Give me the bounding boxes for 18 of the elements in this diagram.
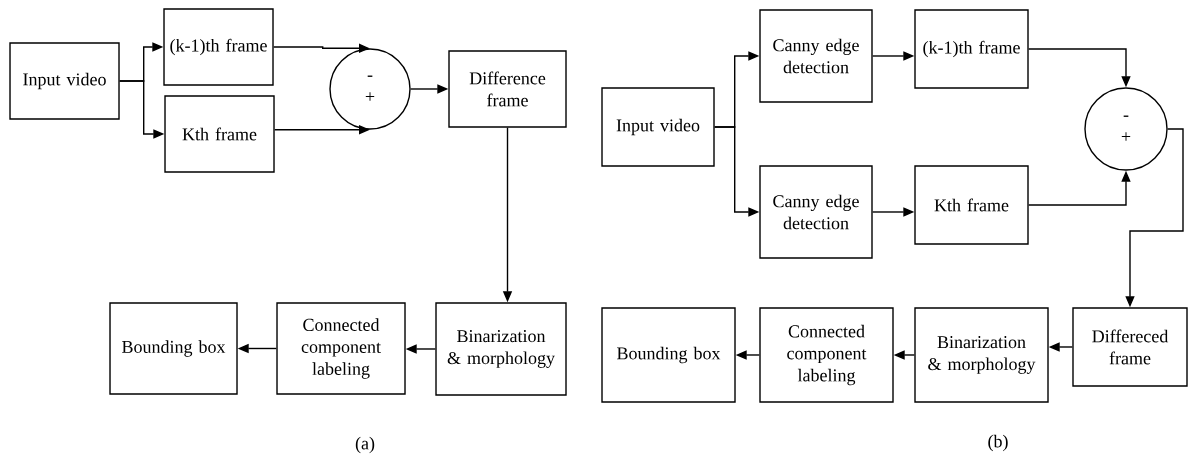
panel-label: (b) [988,434,1008,452]
process-box: Canny edge detection [759,165,873,259]
process-box: Kth frame [164,95,275,173]
process-box: Canny edge detection [759,9,873,103]
process-box: Binarization & morphology [435,302,567,396]
process-box: Input video [601,87,715,167]
process-box: Input video [9,42,120,120]
process-box: (k-1)th frame [163,8,274,86]
process-box: Differeced frame [1072,307,1188,387]
process-box: Connected component labeling [276,302,406,395]
process-box: Connected component labeling [759,307,894,403]
process-box: Binarization & morphology [914,307,1049,403]
process-box: Kth frame [914,165,1029,245]
process-box: Bounding box [109,302,238,395]
process-box: Bounding box [601,307,736,403]
process-box: Difference frame [448,50,567,128]
process-box: (k-1)th frame [914,9,1029,89]
panel-label: (a) [355,436,375,454]
